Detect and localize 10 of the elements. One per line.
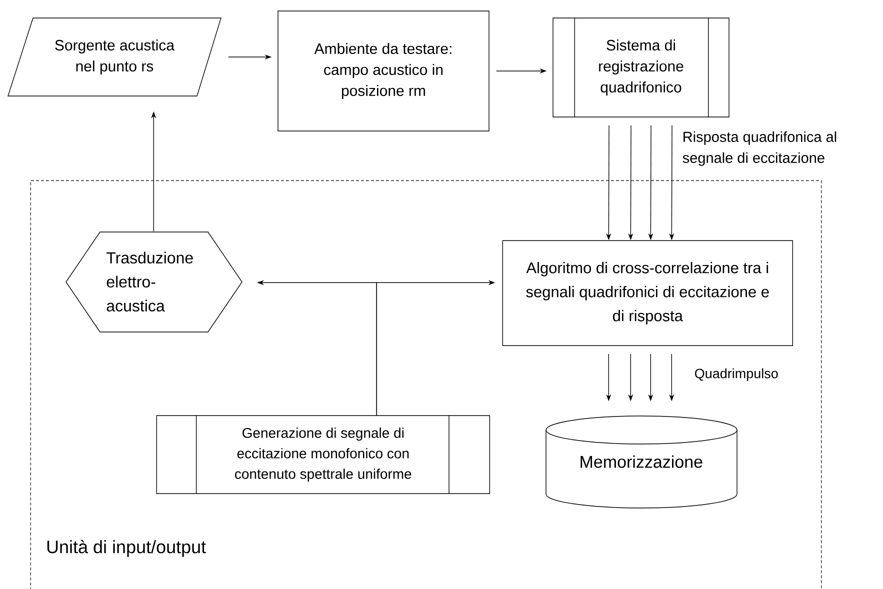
note-text: Risposta quadrifonica al segnale di eccitazione	[682, 131, 836, 166]
subprocess-box: Sistema di registrazione quadrifonico	[552, 17, 730, 118]
node-label: Memorizzazione	[580, 455, 702, 468]
preparation-hexagon: Trasduzione elettro-acustica	[66, 232, 242, 332]
storage-cylinder: Memorizzazione	[546, 416, 738, 508]
note-text: Quadrimpulso	[695, 368, 778, 381]
process-box: Algoritmo di cross-correlazione tra i segnali quadrifonici di eccitazione e di risposta	[502, 240, 793, 346]
input-parallelogram: Sorgente acustica nel punto rs	[8, 18, 222, 96]
process-box: Ambiente da testare: campo acustico in posizione rm	[278, 10, 490, 132]
subprocess-box: Generazione di segnale di eccitazione monofonico con contenuto spettrale uniforme	[156, 414, 490, 494]
